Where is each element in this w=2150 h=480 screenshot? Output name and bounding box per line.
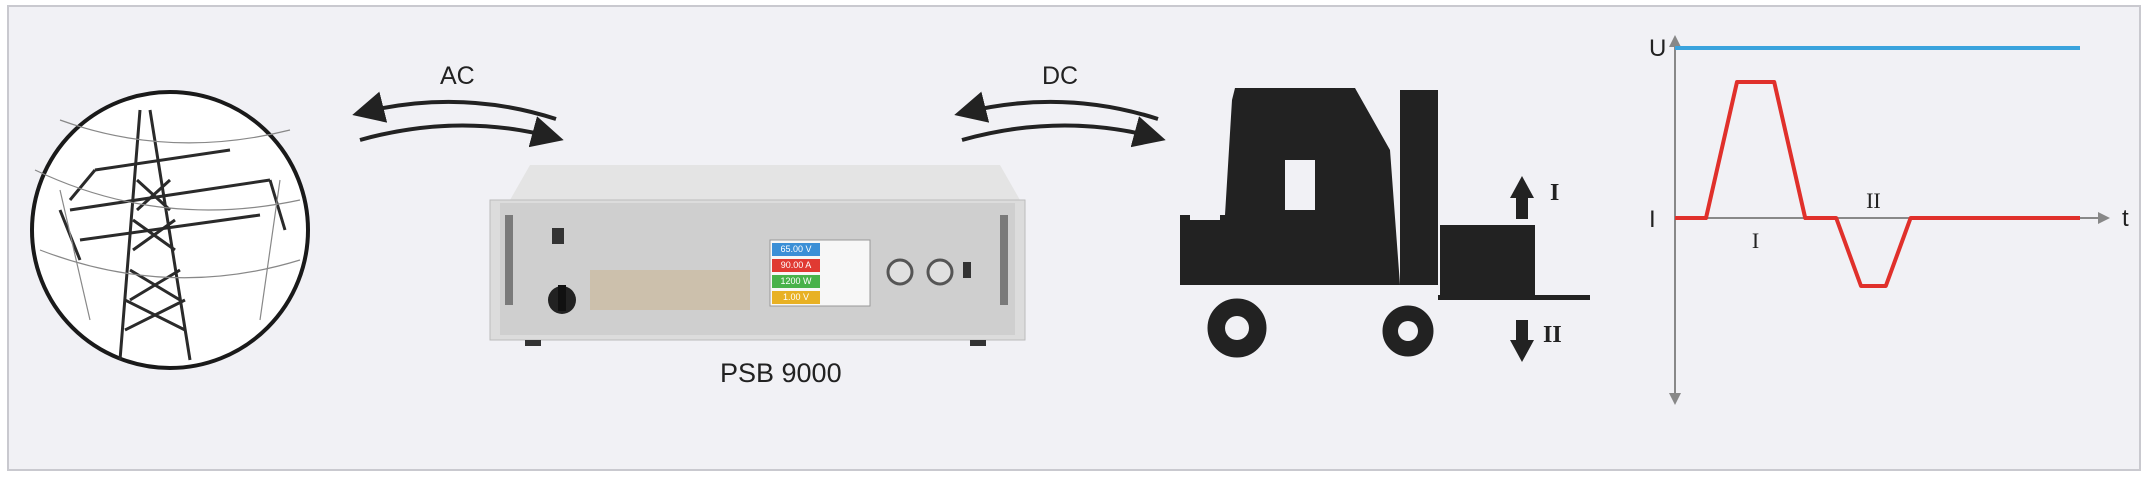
display-current: 90.00 A <box>772 259 820 272</box>
product-name: PSB 9000 <box>720 358 842 388</box>
device-panel <box>489 165 1026 346</box>
y-axis-arrow-bottom <box>1669 393 1681 405</box>
y-tick-i: I <box>1649 206 1656 233</box>
y-axis-arrow-top <box>1669 35 1681 47</box>
region-label-i: I <box>1752 228 1759 253</box>
series-line-1 <box>1675 80 2080 288</box>
ac-arrow <box>352 91 564 148</box>
diagram-frame <box>7 5 2141 471</box>
x-axis-arrow <box>2098 212 2110 224</box>
load-up-label: I <box>1550 180 1560 206</box>
dc-label: DC <box>1042 62 1079 90</box>
power-pylon-icon <box>30 90 310 370</box>
y-tick-u: U <box>1649 35 1666 62</box>
ac-label: AC <box>440 62 475 90</box>
load-down-arrow <box>1510 320 1534 362</box>
region-label-ii: II <box>1866 188 1881 213</box>
display-voltage: 65.00 V <box>772 243 820 256</box>
load-up-arrow <box>1510 176 1534 219</box>
forklift-icon <box>1180 88 1590 363</box>
display-power: 1200 W <box>772 275 820 288</box>
chart-series <box>1675 46 2080 288</box>
x-axis-label: t <box>2122 205 2129 232</box>
dc-arrow <box>954 91 1166 148</box>
load-down-label: II <box>1543 322 1562 348</box>
display-resistance: 1.00 V <box>772 291 820 304</box>
